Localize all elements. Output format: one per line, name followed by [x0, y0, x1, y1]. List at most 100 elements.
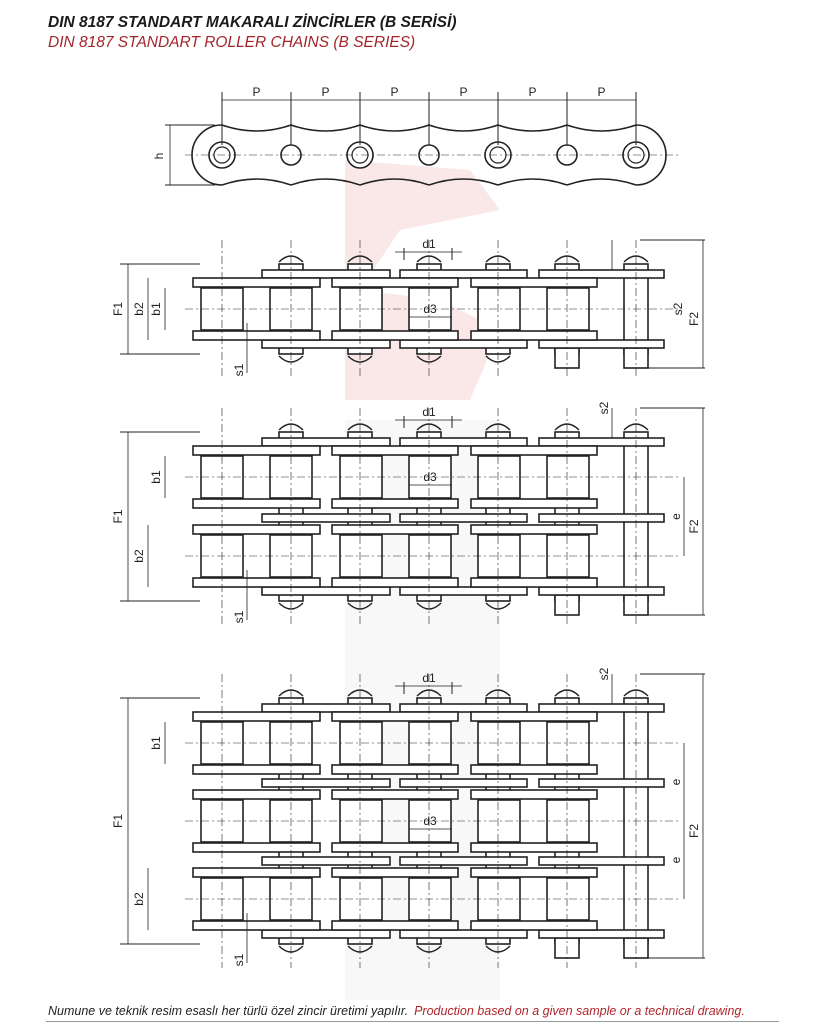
footer-note: Numune ve teknik resim esaslı her türlü … [48, 1004, 745, 1018]
outer-link-plate [261, 778, 391, 788]
dimension-label-P: P [597, 85, 605, 99]
inner-link-plate [331, 764, 459, 775]
inner-link-plate [470, 445, 598, 456]
outer-link-plate [399, 929, 528, 939]
dimension-label-s1: s1 [232, 953, 246, 966]
dimension-label-P: P [390, 85, 398, 99]
outer-link-plate [399, 703, 528, 713]
dimension-label-b2: b2 [132, 892, 146, 906]
inner-link-plate [192, 330, 321, 341]
outer-link-plate [538, 437, 665, 447]
outer-link-plate [538, 856, 665, 866]
dimension-label-e: e [669, 778, 683, 785]
dimension-label-b2: b2 [132, 549, 146, 563]
inner-link-plate [331, 789, 459, 800]
dimension-label-d1: d1 [422, 237, 436, 251]
dimension-label-d3: d3 [423, 814, 437, 828]
link-plate-outline [359, 124, 430, 186]
dimension-label-P: P [321, 85, 329, 99]
dimension-label-F2: F2 [687, 519, 701, 533]
dimension-label-P: P [459, 85, 467, 99]
outer-link-plate [399, 437, 528, 447]
outer-link-plate [538, 586, 665, 596]
dimension-label-e: e [669, 856, 683, 863]
footer-divider [46, 1021, 779, 1022]
link-plate-outline [428, 124, 499, 186]
link-plate-outline [497, 124, 568, 186]
pin-head-bottom [278, 355, 304, 363]
inner-link-plate [192, 764, 321, 775]
dimension-label-e: e [669, 513, 683, 520]
inner-link-plate [331, 867, 459, 878]
inner-link-plate [331, 524, 459, 535]
outer-link-plate [399, 269, 528, 279]
title-turkish: DIN 8187 STANDART MAKARALI ZİNCİRLER (B … [48, 14, 457, 31]
dimension-label-d3: d3 [423, 470, 437, 484]
inner-link-plate [192, 577, 321, 588]
pin-head-bottom [485, 355, 511, 363]
outer-link-plate [261, 339, 391, 349]
pin-head-bottom [278, 602, 304, 610]
link-plate-outline [221, 124, 292, 186]
dimension-label-s1: s1 [232, 363, 246, 376]
dimension-label-b2: b2 [132, 302, 146, 316]
outer-link-plate [261, 513, 391, 523]
outer-link-plate [261, 703, 391, 713]
dimension-label-P: P [528, 85, 536, 99]
inner-link-plate [192, 867, 321, 878]
inner-link-plate [331, 277, 459, 288]
dimension-label-F2: F2 [687, 312, 701, 326]
inner-link-plate [470, 524, 598, 535]
outer-link-plate [538, 269, 665, 279]
dimension-label-s2: s2 [597, 401, 611, 414]
inner-link-plate [470, 711, 598, 722]
dimension-label-s2: s2 [597, 667, 611, 680]
link-plate-outline [566, 124, 637, 186]
outer-link-plate [538, 703, 665, 713]
dimension-label-b1: b1 [149, 302, 163, 316]
inner-link-plate [470, 789, 598, 800]
pin-head-bottom [347, 355, 373, 363]
dimension-label-h: h [152, 153, 166, 160]
dimension-label-s2: s2 [671, 302, 685, 315]
inner-link-plate [192, 524, 321, 535]
link-plate-outline [290, 124, 361, 186]
inner-link-plate [470, 920, 598, 931]
dimension-label-b1: b1 [149, 736, 163, 750]
dimension-label-d3: d3 [423, 302, 437, 316]
outer-link-plate [399, 856, 528, 866]
outer-link-plate [538, 778, 665, 788]
dimension-label-F1: F1 [111, 509, 125, 523]
inner-link-plate [192, 842, 321, 853]
outer-link-plate [399, 513, 528, 523]
pin-head-bottom [416, 602, 442, 610]
dimension-label-F1: F1 [111, 302, 125, 316]
outer-link-plate [399, 778, 528, 788]
inner-link-plate [192, 711, 321, 722]
inner-link-plate [331, 711, 459, 722]
pin-head-bottom [485, 602, 511, 610]
dimension-label-F2: F2 [687, 824, 701, 838]
outer-link-plate [538, 929, 665, 939]
footer-note-english: Production based on a given sample or a … [414, 1004, 745, 1018]
title-english: DIN 8187 STANDART ROLLER CHAINS (B SERIE… [48, 34, 416, 51]
inner-link-plate [192, 277, 321, 288]
outer-link-plate [261, 856, 391, 866]
inner-link-plate [192, 498, 321, 509]
inner-link-plate [331, 920, 459, 931]
outer-link-plate [261, 437, 391, 447]
inner-link-plate [331, 577, 459, 588]
dimension-label-s1: s1 [232, 610, 246, 623]
inner-link-plate [470, 764, 598, 775]
outer-link-plate [538, 513, 665, 523]
outer-link-plate [261, 269, 391, 279]
dimension-label-d1: d1 [422, 671, 436, 685]
inner-link-plate [470, 842, 598, 853]
outer-link-plate [261, 929, 391, 939]
outer-link-plate [261, 586, 391, 596]
